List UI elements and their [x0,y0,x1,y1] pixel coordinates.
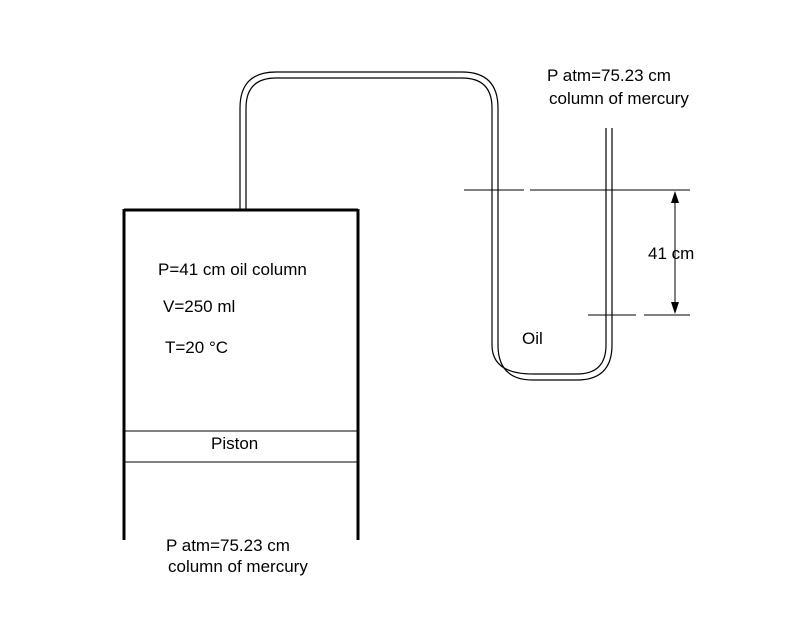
dimension-arrow-down [671,302,679,314]
tube-inner-wall [245,77,607,375]
dimension-arrow-up [671,191,679,203]
atm-bottom-line1: P atm=75.23 cm [166,536,290,555]
height-difference-label: 41 cm [648,244,695,263]
cylinder [122,208,360,540]
connecting-tube [239,71,613,381]
cylinder-volume-label: V=250 ml [163,297,236,316]
piston [125,430,357,463]
tube-outer-wall [239,71,613,381]
oil-label: Oil [522,329,543,348]
cylinder-pressure-label: P=41 cm oil column [158,260,307,279]
cylinder-temperature-label: T=20 °C [165,338,229,357]
atm-bottom-line2: column of mercury [168,557,308,576]
level-markers [464,189,690,316]
piston-label: Piston [211,434,259,453]
atm-top-line2: column of mercury [549,89,689,108]
dimension-arrows [671,191,679,314]
atm-top-line1: P atm=75.23 cm [547,66,671,85]
